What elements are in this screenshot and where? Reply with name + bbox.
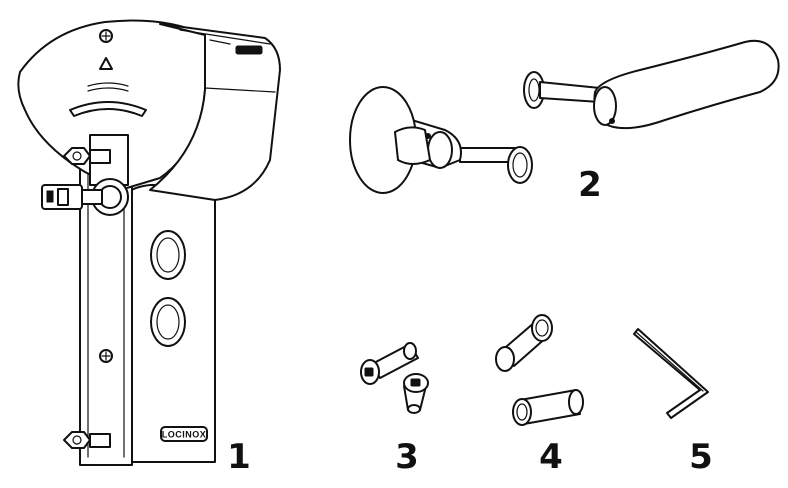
lever: [523, 39, 780, 130]
screw-head-top: [99, 29, 113, 43]
allen-key-icon: [633, 328, 709, 419]
cylinder-hole-top: [150, 230, 186, 280]
sleeve-b: [512, 389, 584, 426]
screw-a: [360, 342, 419, 385]
screw-head-middle: [99, 349, 113, 363]
callout-4: 4: [539, 437, 563, 477]
cylinder-hole-bottom: [150, 297, 186, 347]
handle-set-icon: [349, 39, 780, 194]
screw-b: [403, 373, 429, 414]
brand-plate: LOCINOX: [160, 426, 208, 442]
lock-body-icon: LOCINOX: [17, 19, 281, 466]
callout-5: 5: [689, 437, 713, 477]
hex-bolt-top: [63, 147, 111, 165]
callout-1: 1: [227, 437, 251, 477]
screws-icon: [360, 342, 429, 414]
up-arrow-icon: [99, 57, 113, 70]
knob: [349, 86, 533, 194]
callout-3: 3: [395, 437, 419, 477]
sleeve-a: [495, 314, 553, 372]
brand-label: LOCINOX: [162, 430, 207, 440]
callout-2: 2: [578, 165, 602, 205]
spindle-follower: [41, 178, 129, 216]
hex-bolt-bottom: [63, 431, 111, 449]
sleeves-icon: [495, 314, 584, 426]
